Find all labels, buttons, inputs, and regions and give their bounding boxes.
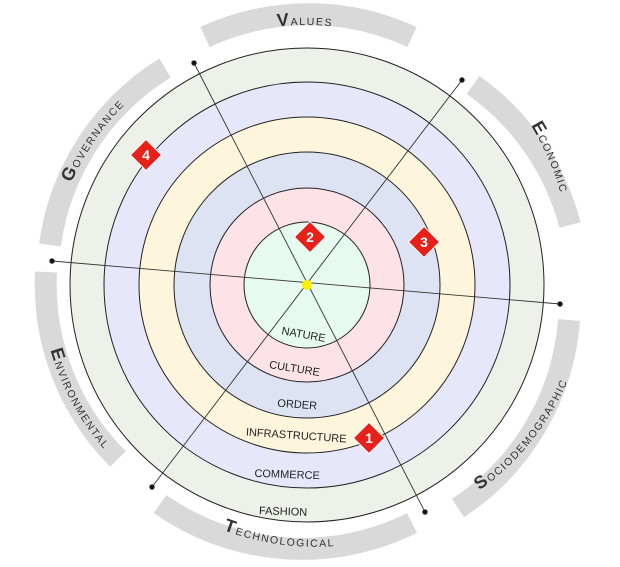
axis-endpoint — [422, 509, 428, 515]
axis-endpoint — [557, 301, 563, 307]
axis-endpoint — [191, 60, 197, 66]
marker-label: 2 — [306, 229, 314, 245]
axis-endpoint — [149, 484, 155, 490]
ring-label-fashion: FASHION — [259, 505, 308, 519]
governance-band — [39, 58, 171, 247]
sociodemographic-band — [451, 319, 580, 518]
marker-4: 4 — [129, 138, 163, 172]
marker-1: 1 — [352, 421, 386, 455]
markers: 1 2 3 4 — [129, 138, 441, 455]
marker-3: 3 — [407, 225, 441, 259]
outer-bands — [34, 3, 581, 560]
marker-diamond — [293, 220, 327, 254]
ring-label-commerce: COMMERCE — [254, 468, 320, 482]
values-band — [200, 3, 417, 48]
marker-label: 4 — [142, 147, 150, 163]
environmental-band — [34, 271, 126, 467]
axis-endpoint — [49, 258, 55, 264]
axis-endpoint — [459, 77, 465, 83]
marker-label: 1 — [365, 430, 373, 446]
marker-diamond — [352, 421, 386, 455]
technological-band — [153, 494, 417, 560]
marker-label: 3 — [420, 234, 428, 250]
sector-label-values: VALUES — [276, 9, 334, 30]
economic-band — [466, 76, 581, 228]
marker-diamond — [407, 225, 441, 259]
marker-diamond — [129, 138, 163, 172]
center-dot — [302, 280, 312, 290]
marker-2: 2 — [293, 220, 327, 254]
ring-label-order: ORDER — [277, 398, 318, 413]
